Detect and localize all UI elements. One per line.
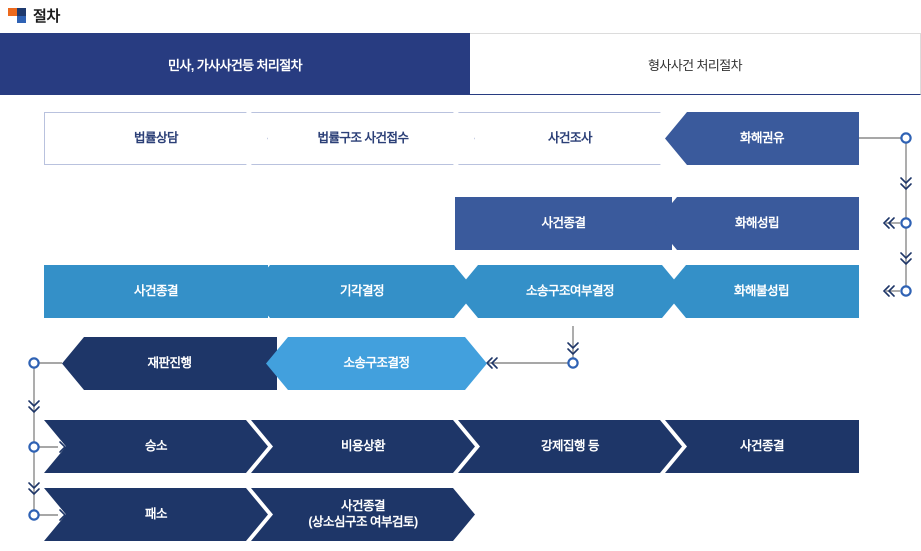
node-litigation-aid-granted[interactable]: 소송구조결정 [266, 337, 487, 390]
tab-criminal-label: 형사사건 처리절차 [648, 57, 743, 73]
node-case-closed-appeal-review[interactable]: 사건종결 (상소심구조 여부검토) [251, 488, 475, 541]
tab-civil-family-label: 민사, 가사사건등 처리절차 [168, 57, 303, 73]
page-title: 절차 [33, 7, 61, 25]
node-case-closed-appeal-review-line1: 사건종결 [340, 498, 385, 513]
node-cost-reimbursement[interactable]: 비용상환 [251, 420, 475, 473]
process-flow-diagram: 법률상담 법률구조 사건접수 사건조사 화해권유 사건종결 화해성립 사건종결 … [0, 95, 921, 551]
square-tiles-icon [8, 7, 26, 23]
tile-navy [17, 7, 26, 16]
tile-orange [8, 7, 17, 16]
node-case-reception[interactable]: 법률구조 사건접수 [251, 112, 475, 165]
tab-bar: 민사, 가사사건등 처리절차 형사사건 처리절차 [0, 33, 921, 95]
tab-criminal[interactable]: 형사사건 처리절차 [470, 33, 921, 95]
node-case-closed-win[interactable]: 사건종결 [665, 420, 859, 473]
node-case-closed-dismissed[interactable]: 사건종결 [44, 265, 268, 318]
node-case-closed-settled[interactable]: 사건종결 [455, 197, 672, 250]
node-settlement-reached[interactable]: 화해성립 [655, 197, 859, 250]
node-case-closed-appeal-review-line2: (상소심구조 여부검토) [308, 514, 418, 529]
node-lose[interactable]: 패소 [44, 488, 268, 541]
tile-blue [17, 15, 26, 23]
node-dismissal-decision[interactable]: 기각결정 [248, 265, 476, 318]
node-settlement-recommendation[interactable]: 화해권유 [665, 112, 859, 165]
node-compulsory-execution[interactable]: 강제집행 등 [458, 420, 682, 473]
node-settlement-failed[interactable]: 화해불성립 [664, 265, 859, 318]
node-legal-consultation[interactable]: 법률상담 [44, 112, 268, 165]
node-litigation-aid-decision[interactable]: 소송구조여부결정 [456, 265, 684, 318]
node-case-investigation[interactable]: 사건조사 [458, 112, 682, 165]
tab-civil-family[interactable]: 민사, 가사사건등 처리절차 [0, 33, 470, 95]
page-heading: 절차 [0, 0, 921, 30]
node-win[interactable]: 승소 [44, 420, 268, 473]
node-trial-in-progress[interactable]: 재판진행 [62, 337, 277, 390]
